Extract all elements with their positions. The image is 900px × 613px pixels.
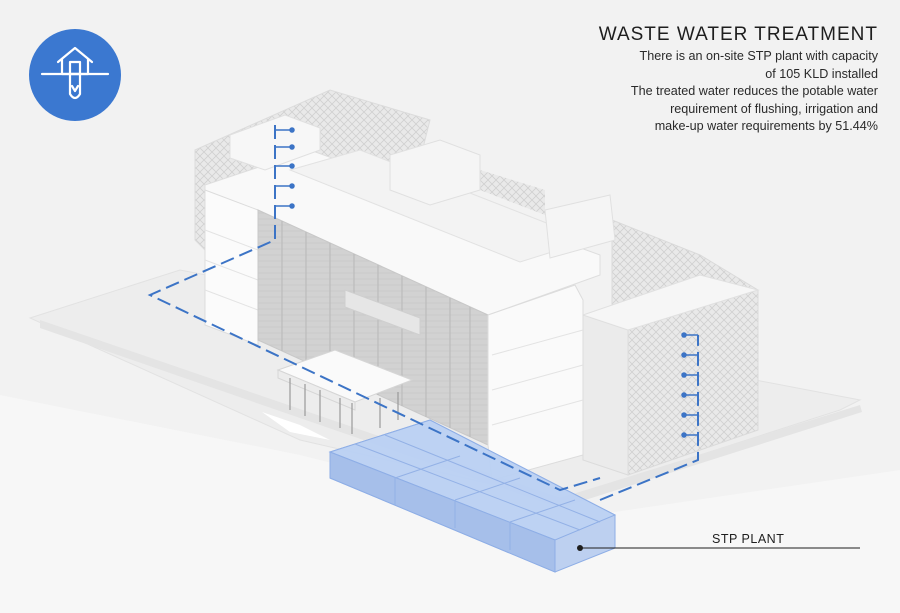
building-right-screen xyxy=(480,170,760,476)
building-main-block xyxy=(204,114,616,481)
water-pipe-network xyxy=(147,125,699,501)
pipe-riser-taps xyxy=(275,127,698,438)
description-line: make-up water requirements by 51.44% xyxy=(654,119,878,134)
description-line: requirement of flushing, irrigation and xyxy=(670,101,878,116)
stp-leader-line xyxy=(577,545,860,551)
description-line: The treated water reduces the potable wa… xyxy=(630,84,878,99)
entrance-canopy xyxy=(262,349,414,440)
stp-plant-label: STP PLANT xyxy=(712,532,785,546)
page-title: WASTE WATER TREATMENT xyxy=(598,24,878,45)
stp-plant-tank xyxy=(328,419,617,573)
description-line: There is an on-site STP plant with capac… xyxy=(639,49,878,63)
house-water-drain-icon xyxy=(29,29,121,121)
description-text: There is an on-site STP plant with capac… xyxy=(558,48,878,136)
description-line: of 105 KLD installed xyxy=(765,66,878,81)
